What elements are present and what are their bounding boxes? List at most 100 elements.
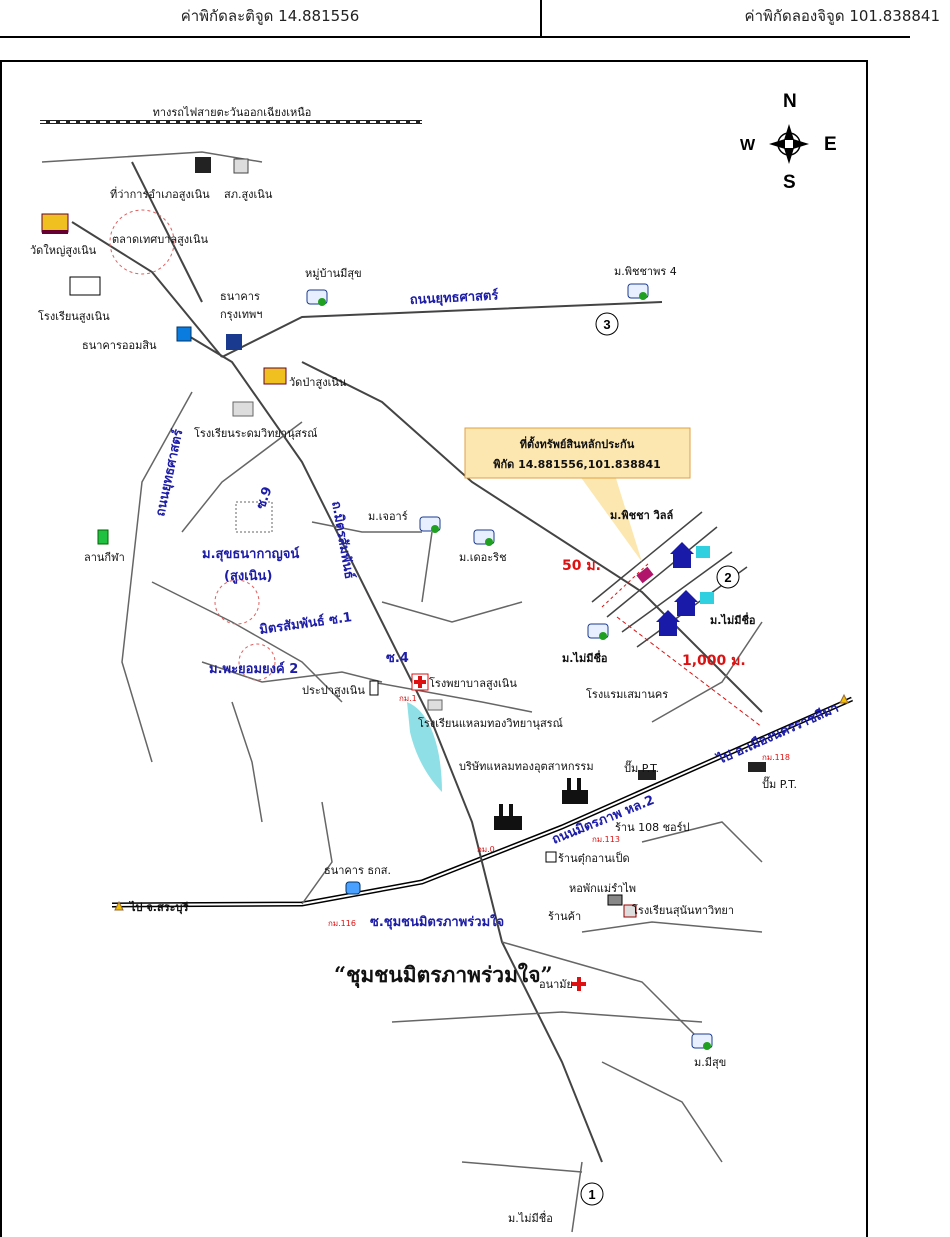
distance-50-line bbox=[601, 561, 651, 608]
property-callout bbox=[464, 427, 691, 562]
house-icon bbox=[670, 542, 710, 568]
pond bbox=[407, 702, 442, 792]
star-icon bbox=[114, 900, 124, 911]
temple-pa-label: วัดป่าสูงเนิน bbox=[289, 376, 347, 389]
m-sukthana-label-1: ม.สุขธนากาญจน์ bbox=[202, 546, 299, 562]
km113-label: กม.113 bbox=[592, 835, 620, 844]
gas-station-icon bbox=[748, 762, 766, 772]
school-rachadom-label: โรงเรียนระดมวิทยานุสรณ์ bbox=[194, 426, 317, 440]
location-map[interactable]: N S E W ที่ตั้งทรัพย์สินหลักประกัน พิกัด… bbox=[0, 60, 868, 1237]
compass-w: W bbox=[740, 137, 756, 154]
road-mitsamphan-label: ถ.มิตรสัมพันธ์ bbox=[328, 500, 357, 580]
village-icon bbox=[691, 1033, 713, 1050]
company-label: บริษัทแหลมทองอุตสาหกรรม bbox=[459, 760, 594, 773]
svg-text:3: 3 bbox=[603, 317, 610, 332]
village-icon bbox=[419, 516, 441, 533]
school-sunantha-label: โรงเรียนสุนันทาวิทยา bbox=[632, 903, 734, 917]
hospital-icon bbox=[411, 673, 429, 691]
school-icon bbox=[232, 401, 254, 417]
property-marker[interactable] bbox=[636, 566, 654, 584]
waterworks-label: ประปาสูงเนิน bbox=[302, 684, 365, 697]
soi4-label: ซ.4 bbox=[386, 651, 409, 666]
zone-circle-2 bbox=[238, 643, 276, 681]
km116-label: กม.116 bbox=[328, 919, 356, 928]
route-marker-1 bbox=[580, 1182, 604, 1206]
community-name-label: “ชุมชนมิตรภาพร่วมใจ” bbox=[334, 962, 553, 989]
km1-label: กม.1 bbox=[399, 694, 417, 703]
bank-icon bbox=[226, 334, 242, 350]
map-canvas: N S E W ที่ตั้งทรัพย์สินหลักประกัน พิกัด… bbox=[30, 91, 854, 1233]
m-jer-label: ม.เจอาร์ bbox=[368, 510, 408, 523]
factory-icon bbox=[562, 778, 588, 804]
bank-icon bbox=[176, 326, 192, 342]
gas-station-icon bbox=[638, 770, 656, 780]
house-icon bbox=[674, 590, 714, 616]
star-icon bbox=[839, 693, 849, 704]
bangkok-bank-label-2: กรุงเทพฯ bbox=[220, 308, 262, 321]
market-label: ตลาดเทศบาลสูงเนิน bbox=[112, 233, 208, 246]
road-yutthasat-label: ถนนยุทธศาสตร์ bbox=[409, 287, 498, 308]
temple-icon bbox=[263, 367, 287, 385]
hospital-label: โรงพยาบาลสูงเนิน bbox=[429, 676, 517, 690]
dorm-label: หอพักแม่รำไพ bbox=[569, 882, 636, 895]
temple-icon bbox=[41, 213, 69, 234]
community-road-label: ซ.ชุมชนมิตรภาพร่วมใจ bbox=[370, 913, 504, 930]
restaurant-label: ร้านตุ๋กอานเป็ด bbox=[558, 851, 630, 865]
school-icon bbox=[427, 699, 443, 711]
road-yutthasat-vertical-label: ถนนยุทธศาสตร์ bbox=[152, 428, 186, 518]
shop108-label: ร้าน 108 ชอร์ป bbox=[615, 821, 690, 834]
railway-label: ทางรถไฟสายตะวันออกเฉียงเหนือ bbox=[153, 106, 312, 119]
route-marker-2 bbox=[716, 565, 740, 589]
police-label: สภ.สูงเนิน bbox=[224, 188, 273, 201]
compass-rose bbox=[769, 124, 809, 164]
highway-mitraphap bbox=[111, 696, 854, 908]
coordinate-header: ค่าพิกัดละติจูด 14.881556 ค่าพิกัดลองจิจ… bbox=[0, 0, 940, 38]
distance-1000-label: 1,000 ม. bbox=[682, 653, 746, 669]
callout-coords: พิกัด 14.881556,101.838841 bbox=[493, 458, 661, 471]
zone-circle-1 bbox=[214, 579, 260, 625]
district-office-icon bbox=[195, 157, 211, 173]
village-icon bbox=[587, 623, 609, 640]
property-subdivision bbox=[591, 511, 748, 648]
m-phitchaporn-label: ม.พิชชาพร 4 bbox=[614, 265, 677, 278]
village-misuk-label: หมู่บ้านมีสุข bbox=[305, 267, 362, 280]
latitude-label: ค่าพิกัดละติจูด 14.881556 bbox=[0, 0, 542, 36]
pt-station-label-1: ปั๊ม P.T. bbox=[624, 760, 659, 775]
factory-icon bbox=[494, 804, 522, 830]
m-nameless-label-1: ม.ไม่มีชื่อ bbox=[710, 612, 756, 627]
hotel-label: โรงแรมเสมานคร bbox=[586, 687, 668, 701]
baac-bank-icon bbox=[345, 881, 361, 895]
svg-text:1: 1 bbox=[588, 1187, 595, 1202]
distance-50-label: 50 ม. bbox=[562, 558, 601, 574]
compass-n: N bbox=[783, 91, 797, 112]
route-marker-3 bbox=[595, 312, 619, 336]
m-misuk-label: ม.มีสุข bbox=[694, 1056, 726, 1069]
market-zone bbox=[109, 209, 175, 275]
health-label: อนามัย bbox=[539, 978, 573, 991]
baac-label: ธนาคาร ธกส. bbox=[324, 864, 391, 877]
health-cross-icon bbox=[572, 977, 586, 991]
school-icon bbox=[623, 904, 637, 918]
village-icon bbox=[473, 529, 495, 546]
m-therich-label: ม.เดอะริช bbox=[459, 551, 507, 564]
distance-1000-line bbox=[616, 616, 763, 728]
pt-station-label-2: ปั๊ม P.T. bbox=[762, 776, 797, 791]
m-sukthana-label-2: (สูงเนิน) bbox=[224, 569, 272, 584]
building-icon bbox=[235, 501, 273, 533]
restaurant-icon bbox=[545, 851, 557, 863]
village-icon bbox=[627, 283, 649, 300]
compass-s: S bbox=[783, 172, 796, 193]
soi9-label: ซ.9 bbox=[254, 485, 276, 512]
police-icon bbox=[233, 158, 249, 174]
m-phitcha-villa-label: ม.พิชชา วิลล์ bbox=[610, 509, 674, 522]
km0-label: กม.0 bbox=[477, 845, 495, 854]
stadium-label: ลานกีฬา bbox=[84, 551, 125, 564]
house-icon bbox=[656, 610, 680, 636]
to-saraburi-label: ไป จ.สระบุรี bbox=[128, 900, 188, 915]
waterworks-icon bbox=[369, 680, 379, 696]
school-sungnoen-label: โรงเรียนสูงเนิน bbox=[38, 309, 110, 323]
callout-title: ที่ตั้งทรัพย์สินหลักประกัน bbox=[520, 436, 635, 451]
district-office-label: ที่ว่าการอำเภอสูงเนิน bbox=[110, 186, 210, 201]
svg-text:2: 2 bbox=[724, 570, 731, 585]
mitsamphan-soi-label: มิตรสัมพันธ์ ซ.1 bbox=[258, 609, 353, 638]
